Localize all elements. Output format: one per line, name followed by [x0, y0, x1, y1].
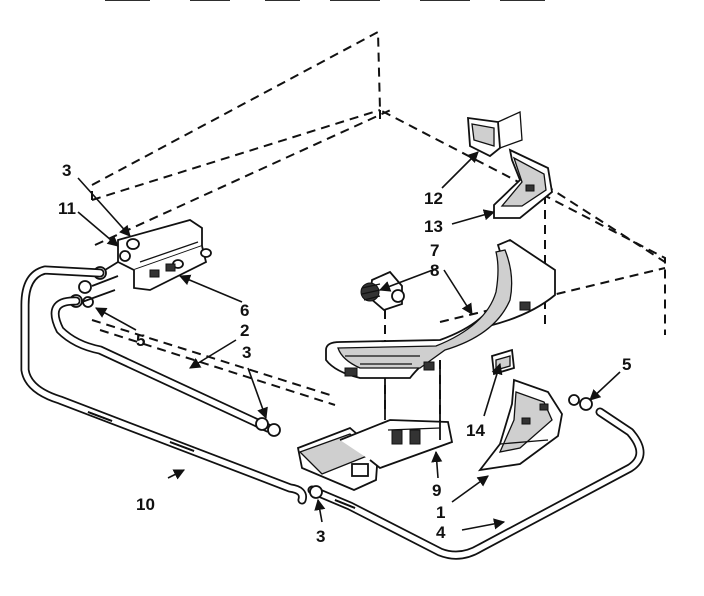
- tube-nuts: [255, 394, 593, 499]
- callout-6: 6: [240, 301, 249, 320]
- callout-1: 1: [436, 503, 445, 522]
- callout-3-top-left: 3: [62, 161, 71, 180]
- dispenser-cradle-part-8: [325, 238, 556, 440]
- callout-9: 9: [432, 481, 441, 500]
- callout-labels: 3 11 6 2 3 5 10 3 7 8 12 13 14 9 1 4 5: [58, 161, 631, 546]
- callout-14: 14: [466, 421, 485, 440]
- leader-lines: [77, 151, 621, 531]
- callout-12: 12: [424, 189, 443, 208]
- clip-part-14: [491, 348, 515, 376]
- lower-right-bracket-part-1: [477, 378, 563, 472]
- callout-13: 13: [424, 217, 443, 236]
- callout-2: 2: [240, 321, 249, 340]
- callout-4: 4: [436, 523, 446, 542]
- callout-3-middle: 3: [242, 343, 251, 362]
- fitting-part-7: [360, 270, 405, 312]
- water-tubes: [20, 265, 645, 560]
- upper-right-bracket-part-13: [493, 148, 553, 219]
- valve-block: [296, 419, 454, 491]
- clip-part-12: [467, 111, 523, 158]
- callout-3-bottom: 3: [316, 527, 325, 546]
- callout-11: 11: [58, 199, 76, 218]
- callout-10: 10: [136, 495, 155, 514]
- left-bracket-part-6: [69, 219, 212, 308]
- callout-7: 7: [430, 241, 439, 260]
- callout-5-left: 5: [136, 331, 145, 350]
- callout-8: 8: [430, 261, 439, 280]
- callout-5-right: 5: [622, 355, 631, 374]
